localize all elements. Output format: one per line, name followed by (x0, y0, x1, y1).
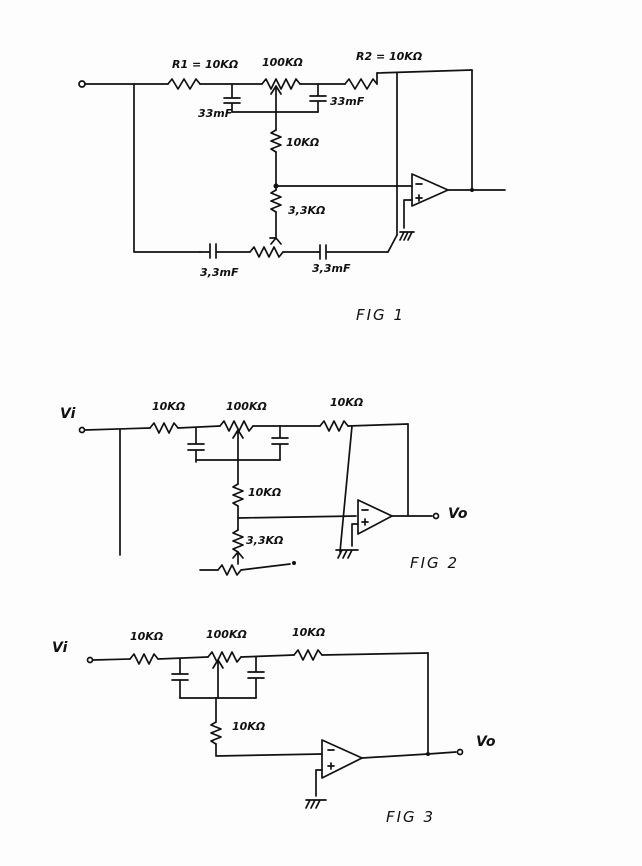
fig2-input-terminal (78, 426, 86, 434)
fig3-output-terminal (456, 748, 464, 756)
fig3-circuit: Vi Vo 10KΩ 100KΩ 10KΩ 10KΩ FIG (52, 626, 496, 826)
fig1-r2-label: R2 = 10KΩ (356, 50, 422, 63)
fig2-output-label: Vo (448, 506, 468, 522)
fig1-pot-resistor (261, 78, 301, 90)
fig3-input-label: Vi (52, 640, 68, 656)
fig3-input-terminal (86, 656, 94, 664)
fig2-circuit: Vi Vo 10KΩ 1 (60, 396, 468, 576)
fig1-ground (399, 231, 415, 241)
fig2-pot-label: 100KΩ (226, 400, 267, 413)
fig1-bottom-pot (249, 246, 284, 258)
fig3-r2-label: 10KΩ (292, 626, 325, 639)
fig1-r1-label: R1 = 10KΩ (172, 58, 238, 71)
fig2-r2-resistor (319, 420, 349, 432)
fig3-r-mid (210, 721, 222, 745)
fig2-r1-resistor (149, 422, 179, 434)
fig1-cap-left-label: 33mF (198, 107, 233, 120)
fig3-r1-resistor (129, 653, 159, 665)
fig2-output-terminal (432, 512, 440, 520)
fig3-caption: FIG 3 (386, 808, 435, 826)
fig1-r-low (270, 189, 282, 213)
fig3-cap-right (247, 656, 265, 699)
fig1-r-mid-label: 10KΩ (286, 136, 319, 149)
fig3-r2-resistor (293, 649, 323, 661)
fig2-bottom-pot (199, 563, 291, 576)
fig2-opamp (357, 499, 393, 535)
fig2-r2-label: 10KΩ (330, 396, 363, 409)
fig1-circuit: R1 = 10KΩ 100KΩ R2 = 10KΩ 33mF 33mF 10KΩ… (78, 50, 506, 324)
fig1-r-mid (270, 129, 282, 153)
fig3-r1-label: 10KΩ (130, 630, 163, 643)
fig1-r-low-label: 3,3KΩ (288, 204, 325, 217)
fig1-cap-right-label: 33mF (330, 95, 365, 108)
fig2-pot-resistor (219, 420, 254, 432)
fig3-r-mid-label: 10KΩ (232, 720, 265, 733)
fig1-cap-left (223, 83, 241, 113)
fig2-caption: FIG 2 (410, 554, 459, 572)
fig1-r1-resistor (167, 78, 201, 90)
fig2-r-low-label: 3,3KΩ (246, 534, 283, 547)
fig2-r-low (232, 529, 244, 553)
fig1-cap-bottom-left (199, 243, 251, 259)
fig2-r-mid-label: 10KΩ (248, 486, 281, 499)
fig2-input-label: Vi (60, 406, 76, 422)
fig2-cap-right (271, 425, 289, 461)
fig1-pot-label: 100KΩ (262, 56, 303, 69)
fig3-output-label: Vo (476, 734, 496, 750)
fig1-cap-bottom-right-label: 3,3mF (312, 262, 351, 275)
fig1-caption: FIG 1 (356, 306, 405, 324)
fig1-r2-resistor (344, 78, 378, 90)
fig3-cap-left (171, 658, 189, 699)
fig2-cap-left (187, 427, 205, 463)
fig1-cap-bottom-left-label: 3,3mF (200, 266, 239, 279)
fig1-pot-wiper (270, 85, 282, 113)
fig2-ground (335, 549, 359, 559)
fig3-pot-resistor (207, 651, 242, 663)
fig3-opamp (321, 739, 363, 779)
fig2-r1-label: 10KΩ (152, 400, 185, 413)
fig1-cap-bottom-right (317, 244, 389, 260)
fig2-r-mid (232, 483, 244, 507)
fig3-ground (305, 799, 327, 809)
fig1-input-terminal (78, 80, 86, 88)
fig1-cap-right (309, 83, 327, 113)
fig3-pot-label: 100KΩ (206, 628, 247, 641)
fig1-opamp (411, 173, 449, 207)
